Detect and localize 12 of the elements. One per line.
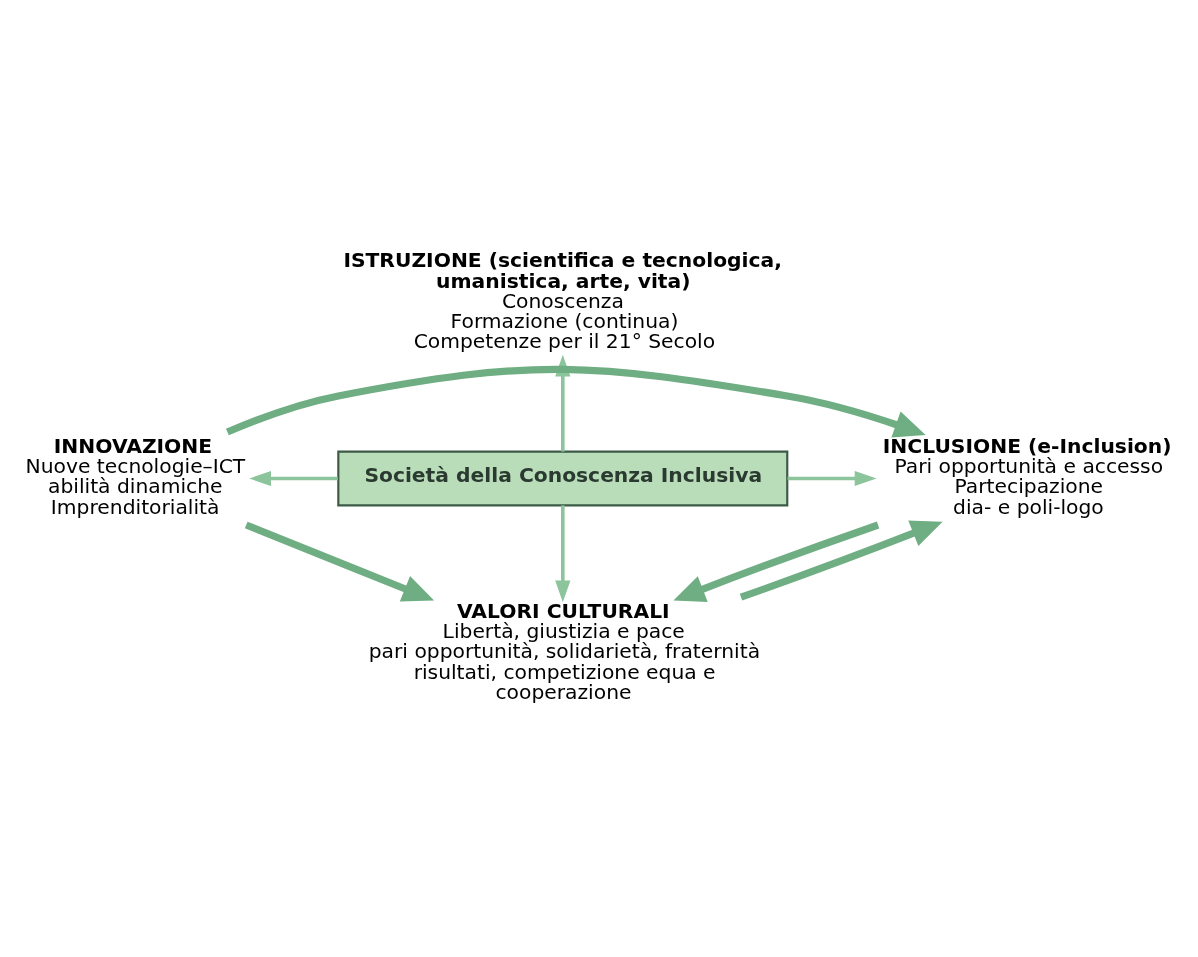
- node-text: VALORI CULTURALI Libertà, giustizia e pace pari opportunità, solidarietà, fraternità risultati, competizione equa e cooperazione: [368, 598, 761, 704]
- node-text: INCLUSIONE (e-Inclusion) Pari opportunità e accesso Partecipazione dia- e poli-logo: [882, 433, 1172, 519]
- arrow: [787, 470, 877, 487]
- node-text: INNOVAZIONE Nuove tecnologie–ICT abilità dinamiche Imprenditorialità: [25, 433, 246, 519]
- arrow: [249, 470, 338, 487]
- node-text: ISTRUZIONE (scientifica e tecnologica, umanistica, arte, vita) Conoscenza Formazione (continua) Competenze per il 21° Secolo: [343, 248, 782, 354]
- arrow: [225, 365, 926, 438]
- arrow: [739, 520, 943, 601]
- node-box: Società della Conoscenza Inclusiva: [337, 450, 789, 507]
- arrow: [673, 521, 880, 602]
- arrow: [244, 521, 435, 602]
- arrow: [555, 505, 571, 603]
